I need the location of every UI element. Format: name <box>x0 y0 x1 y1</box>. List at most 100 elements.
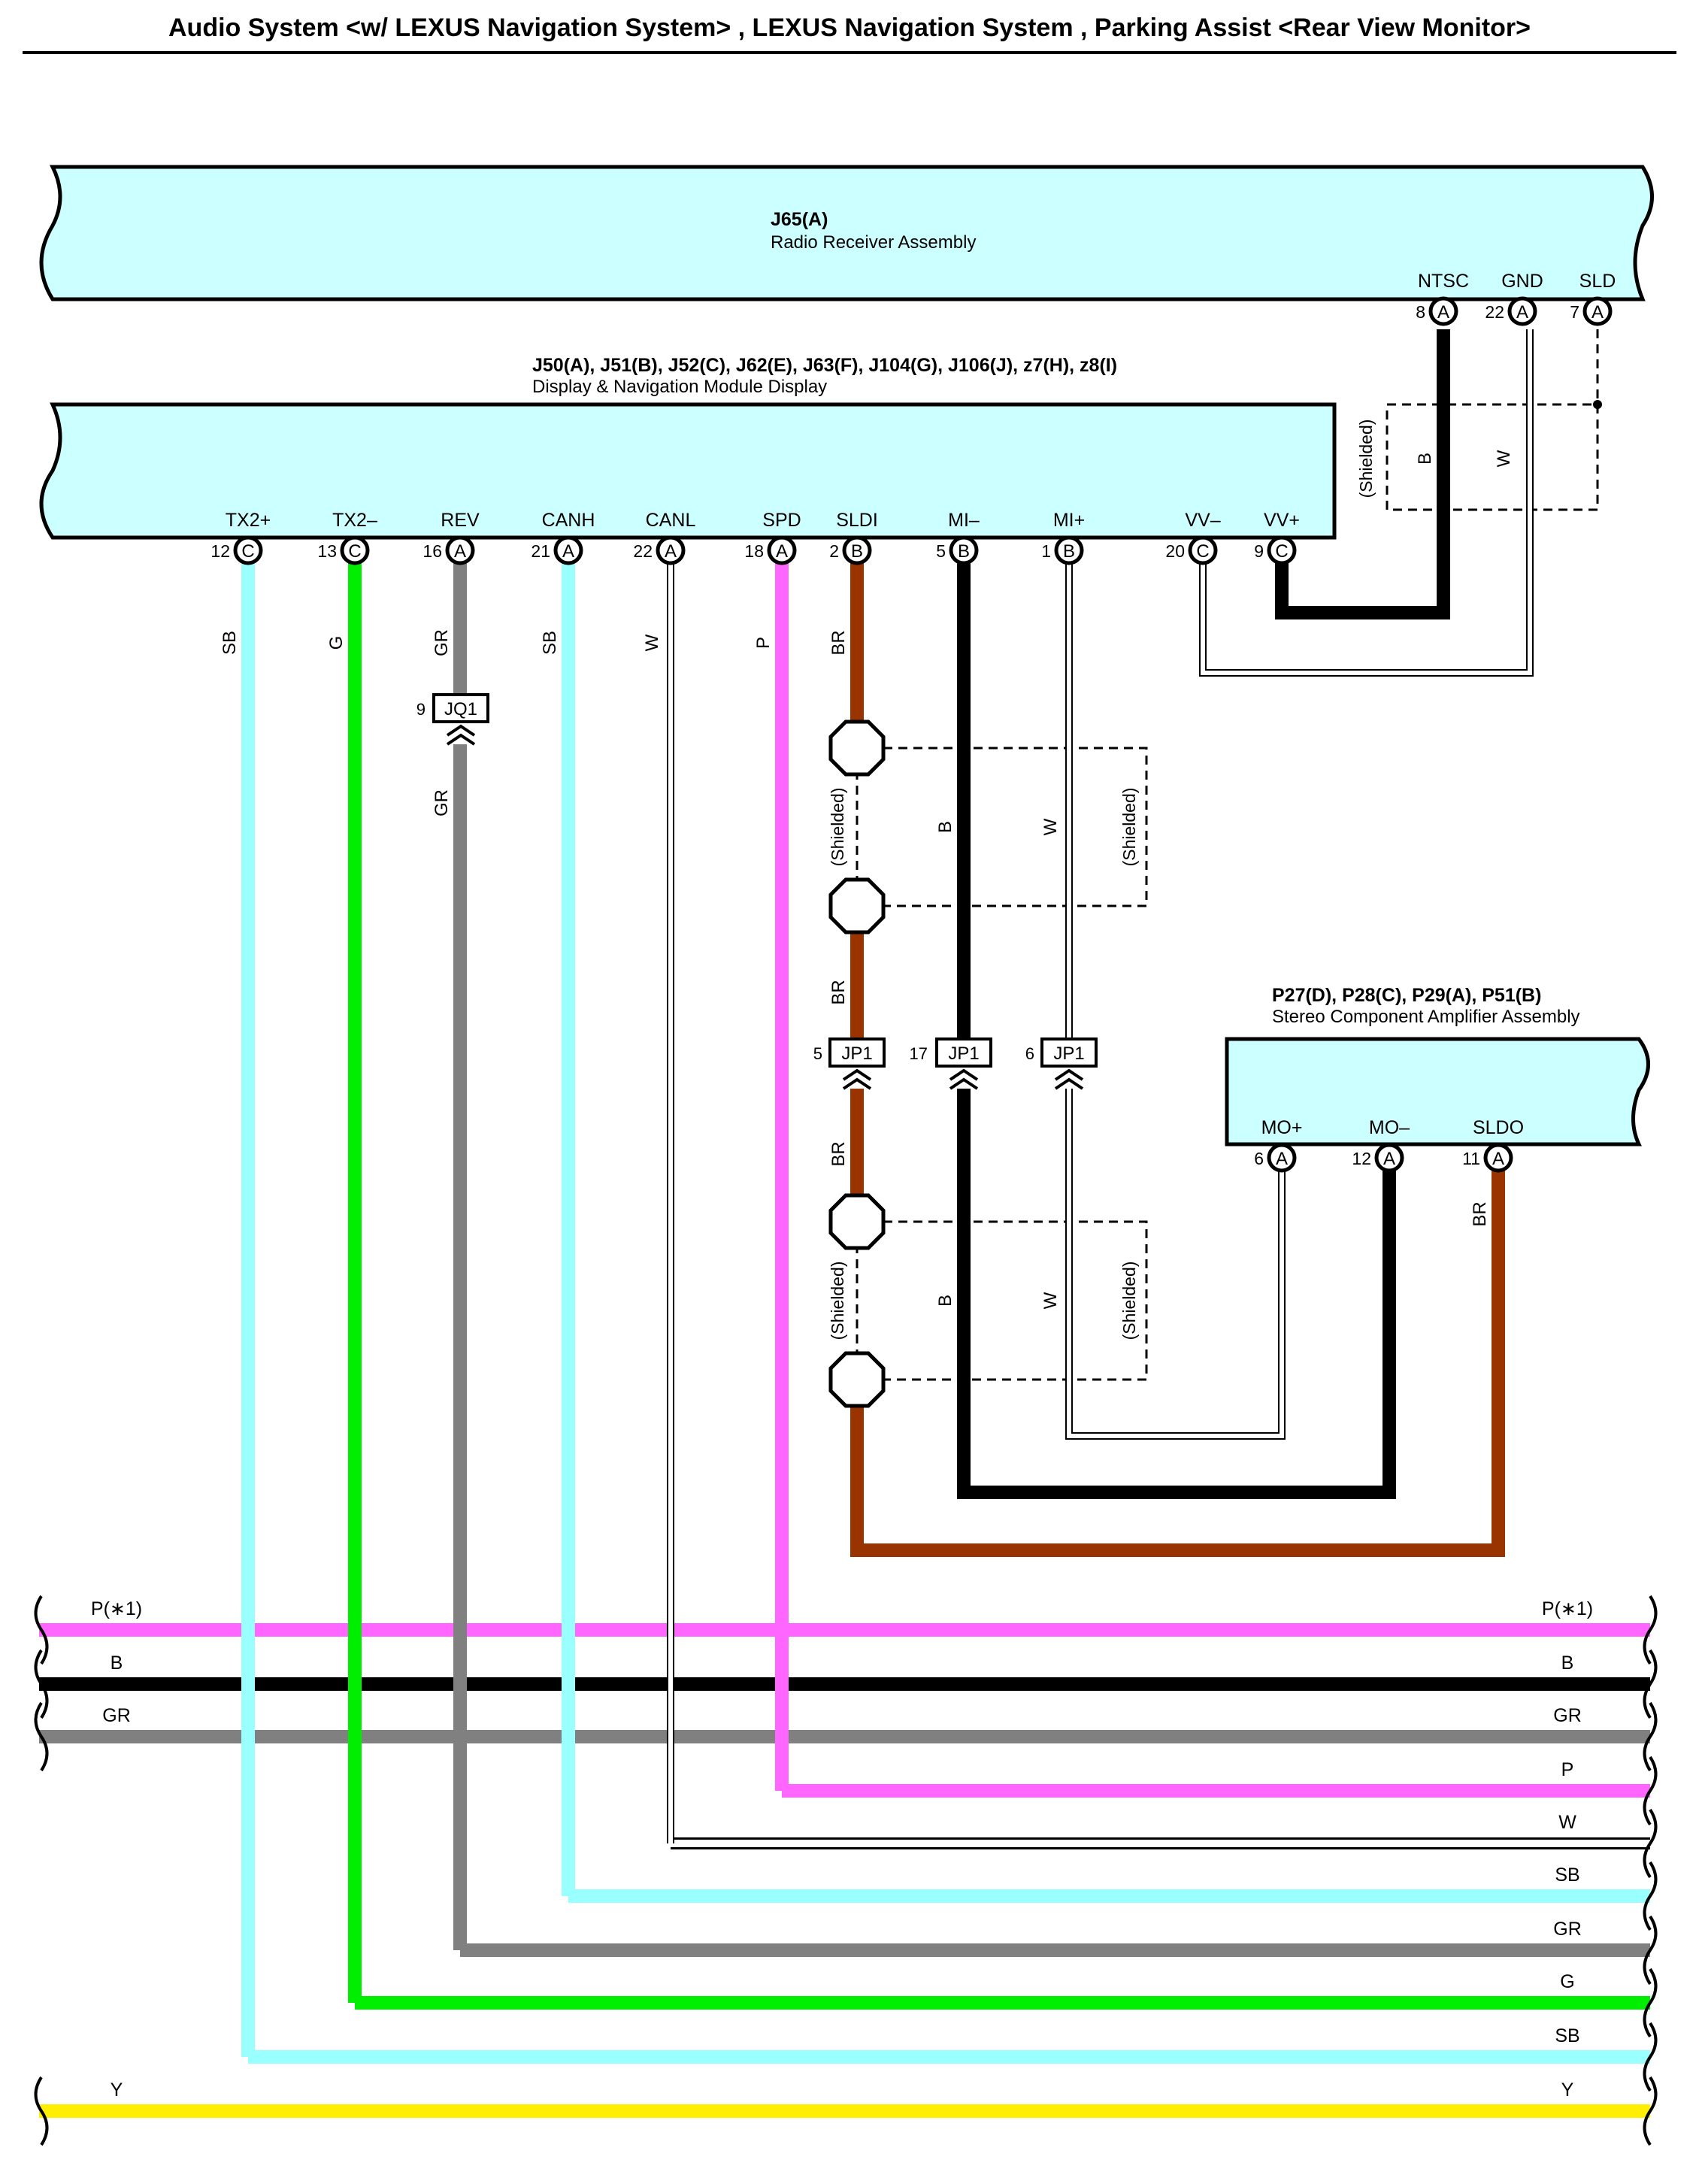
pin-display-13-circle <box>1267 535 1297 565</box>
pin-display-12-circle <box>1188 535 1218 565</box>
pin-display-9-connector: B <box>851 541 863 562</box>
pin-amp-15-number: 12 <box>1352 1149 1371 1168</box>
pin-display-3-label: TX2+ <box>226 510 271 531</box>
bus-label-right-6: GR <box>1553 1919 1582 1940</box>
bus-break-right-9 <box>1643 2076 1658 2146</box>
pin-amp-15-circle <box>1374 1143 1404 1173</box>
pin-amp-14-number: 6 <box>1254 1149 1264 1168</box>
pin-display-9-circle <box>842 535 872 565</box>
shield-enclosure-upper: (Shielded) (Shielded) <box>828 747 1148 907</box>
wire-mip-2 <box>1067 1089 1284 1438</box>
pin-amp-16-label: SLDO <box>1473 1117 1524 1138</box>
pin-display-7-connector: A <box>665 541 677 562</box>
pin-display-12-number: 20 <box>1165 541 1185 561</box>
pin-radio-1-connector: A <box>1516 302 1528 323</box>
junction-jp1-6-code: JP1 <box>1053 1044 1084 1064</box>
pin-display-7-number: 22 <box>633 541 653 561</box>
pin-display-11-connector: B <box>1063 541 1075 562</box>
pin-radio-1-label: GND <box>1501 271 1543 292</box>
wire-label-canl: W <box>642 634 662 651</box>
pin-radio-0-number: 8 <box>1416 302 1425 322</box>
bus-label-right-1: B <box>1561 1652 1574 1674</box>
pin-radio-0-circle <box>1428 296 1458 326</box>
radio-receiver-box: J65(A) Radio Receiver Assembly <box>39 165 1654 301</box>
display-module-code: J50(A), J51(B), J52(C), J62(E), J63(F), … <box>532 355 1117 376</box>
display-module-box: J50(A), J51(B), J52(C), J62(E), J63(F), … <box>39 355 1337 540</box>
pin-amp-16-number: 11 <box>1462 1149 1480 1168</box>
wire-label-sldi_3: BR <box>828 1141 849 1166</box>
pin-radio-1-number: 22 <box>1485 302 1504 322</box>
pin-display-4-circle <box>340 535 370 565</box>
pin-display-9-number: 2 <box>829 541 839 561</box>
wire-mim-2 <box>957 1089 1396 1499</box>
pin-display-10-circle <box>949 535 979 565</box>
junction-jq1-code: JQ1 <box>444 699 477 719</box>
wire-label-rev_top: GR <box>432 629 452 656</box>
shield-terminator-4 <box>828 1351 886 1408</box>
pin-display-13-number: 9 <box>1254 541 1264 561</box>
pin-display-5-label: REV <box>441 510 480 531</box>
wire-vvm <box>1201 329 1532 675</box>
pin-display-7-label: CANL <box>646 510 696 531</box>
shield-terminator-1 <box>828 719 886 777</box>
amplifier-box: P27(D), P28(C), P29(A), P51(B) Stereo Co… <box>1225 985 1650 1147</box>
bus-label-right-8: SB <box>1555 2025 1579 2046</box>
junction-jp1-5-num: 5 <box>813 1044 822 1063</box>
radio-receiver-code: J65(A) <box>771 209 828 230</box>
bus-break-right-0 <box>1643 1595 1658 1665</box>
bus-label-left-9: Y <box>111 2079 123 2101</box>
wire-label-tx2p: SB <box>220 631 240 655</box>
pin-display-8-connector: A <box>776 541 788 562</box>
wire-vvp <box>1275 329 1450 619</box>
bus-break-right-7 <box>1643 1967 1658 2038</box>
junction-jp1-6-num: 6 <box>1025 1044 1034 1063</box>
bus-break-right-1 <box>1643 1649 1658 1719</box>
connector-pins: A8NTSCA22GNDA7SLDC12TX2+C13TX2–A16REVA21… <box>210 271 1616 1173</box>
pin-radio-2-connector: A <box>1591 302 1604 323</box>
pin-radio-1-circle <box>1507 296 1537 326</box>
wire-label-spd: P <box>753 637 774 649</box>
shield-label-lower-left: (Shielded) <box>828 1262 847 1340</box>
bus-label-right-4: W <box>1558 1812 1576 1833</box>
pin-radio-0-connector: A <box>1437 302 1449 323</box>
pin-display-13-connector: C <box>1275 541 1288 562</box>
bus-break-left-9 <box>34 2076 49 2146</box>
radio-receiver-name: Radio Receiver Assembly <box>771 232 976 253</box>
junction-jp1-6: JP1 6 <box>1025 1037 1098 1090</box>
bus-label-left-2: GR <box>102 1705 131 1726</box>
pin-display-5-connector: A <box>454 541 466 562</box>
pin-display-12-label: VV– <box>1185 510 1220 531</box>
pin-amp-16-connector: A <box>1492 1149 1504 1169</box>
junction-jp1-17-num: 17 <box>910 1044 928 1063</box>
junction-jp1-17: JP1 17 <box>910 1037 992 1090</box>
pin-amp-14-connector: A <box>1276 1149 1288 1169</box>
pin-amp-16-circle <box>1483 1143 1513 1173</box>
junction-jp1-5: JP1 5 <box>813 1037 886 1090</box>
pin-display-3-circle <box>233 535 263 565</box>
pin-display-5-number: 16 <box>422 541 442 561</box>
pin-display-3-connector: C <box>241 541 254 562</box>
pin-amp-15-label: MO– <box>1369 1117 1410 1138</box>
shield-label-upper-left: (Shielded) <box>828 788 847 867</box>
bus-label-right-5: SB <box>1555 1864 1579 1886</box>
wire-label-mim_1: B <box>935 821 955 833</box>
bus-break-right-6 <box>1643 1915 1658 1986</box>
junction-jq1: JQ1 9 <box>416 693 489 746</box>
pin-display-4-connector: C <box>348 541 361 562</box>
pin-display-11-number: 1 <box>1041 541 1051 561</box>
bus-break-right-5 <box>1643 1861 1658 1931</box>
pin-display-12-connector: C <box>1196 541 1209 562</box>
shield-enclosure-lower: (Shielded) (Shielded) <box>828 1220 1148 1381</box>
wires <box>241 329 1534 2057</box>
bus-break-right-3 <box>1643 1755 1658 1826</box>
bus-break-left-1 <box>34 1649 49 1719</box>
wire-label-ntsc: B <box>1415 453 1435 465</box>
display-module-name: Display & Navigation Module Display <box>532 377 827 397</box>
junction-jq1-num: 9 <box>416 700 426 719</box>
bus-label-right-2: GR <box>1553 1705 1582 1726</box>
pin-display-10-number: 5 <box>936 541 946 561</box>
pin-display-6-label: CANH <box>542 510 595 531</box>
wire-label-sldo: BR <box>1470 1201 1490 1226</box>
